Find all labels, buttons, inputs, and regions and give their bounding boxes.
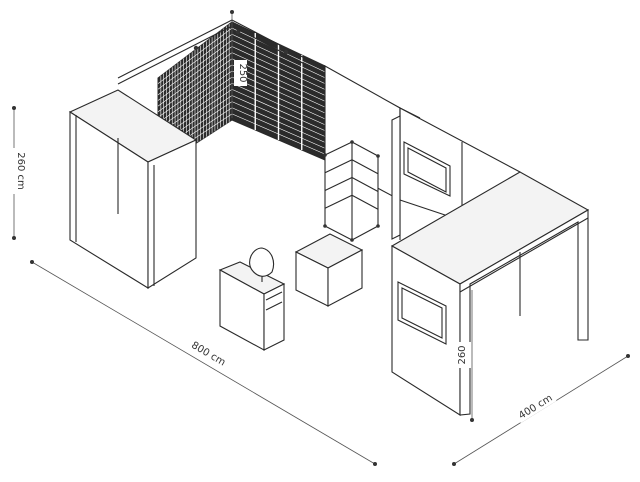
right-tower	[390, 171, 590, 416]
cube-table	[294, 233, 364, 307]
dimension-260-front-label: 260	[457, 345, 468, 364]
dimension-260-left: 260 cm	[8, 106, 26, 240]
reception-desk	[218, 261, 286, 351]
dimension-250-label: 250	[237, 63, 248, 82]
spotlights	[193, 29, 289, 55]
dimension-260-front: 260	[457, 290, 474, 422]
dimension-400: 400 cm	[452, 354, 630, 466]
left-tower	[68, 89, 198, 289]
middle-panel	[391, 115, 451, 240]
dimension-250-back: 250	[230, 10, 248, 118]
cube-shelf	[323, 140, 380, 242]
dimension-260-left-label: 260 cm	[15, 152, 26, 190]
chair	[249, 247, 275, 282]
